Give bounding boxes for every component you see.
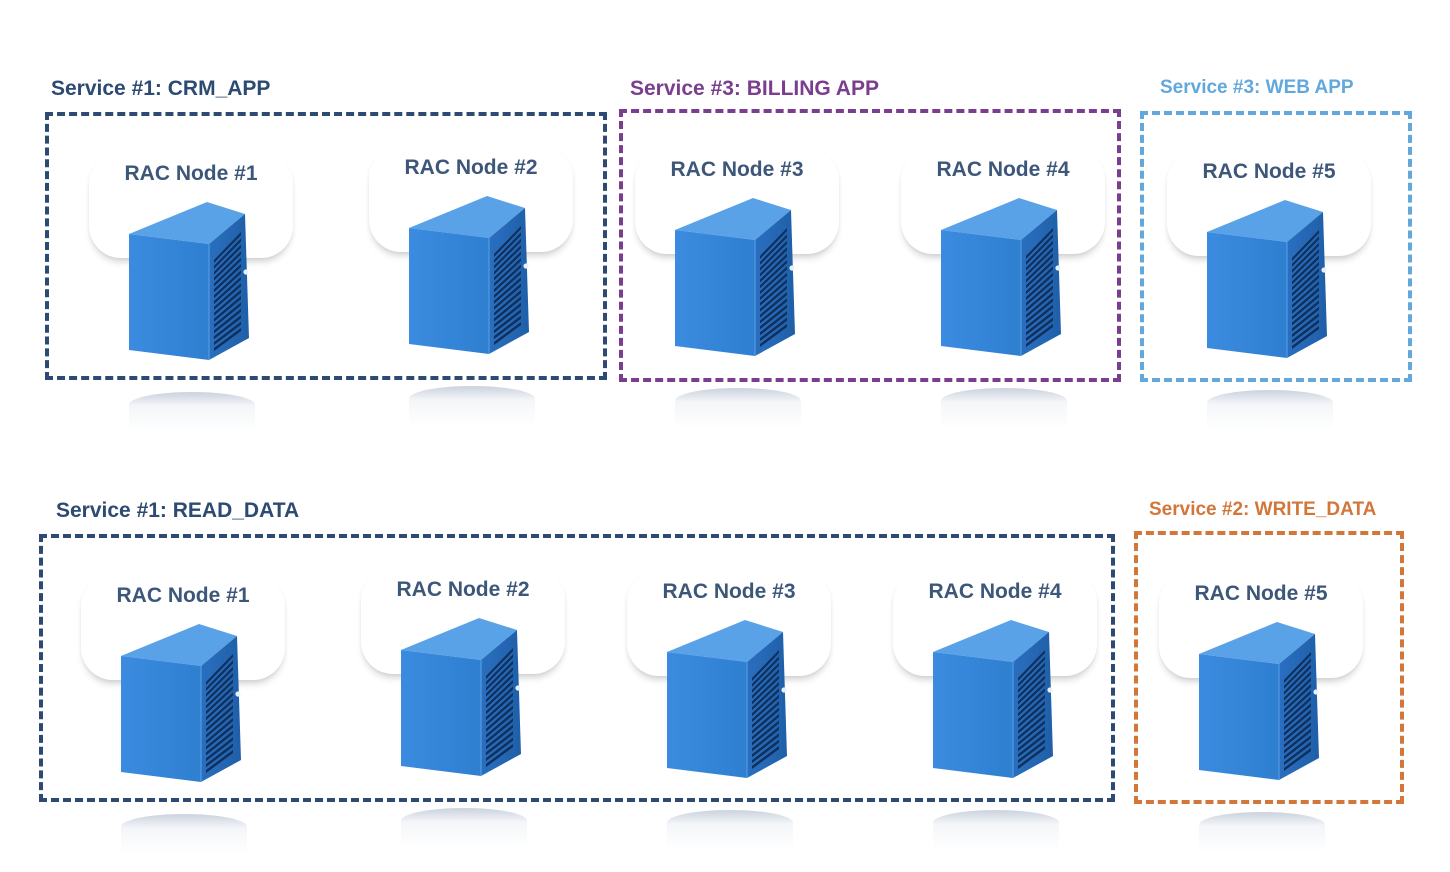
service-group-write-data: [1134, 531, 1404, 804]
server-reflection: [667, 810, 793, 850]
service-title-read-data: Service #1: READ_DATA: [56, 499, 300, 522]
service-title-billing-app: Service #3: BILLING APP: [630, 77, 879, 100]
server-tower-icon: [675, 198, 795, 356]
node-label: RAC Node #5: [1202, 160, 1336, 183]
server-reflection: [409, 386, 535, 426]
service-title-write-data: Service #2: WRITE_DATA: [1149, 499, 1377, 520]
service-title-web-app: Service #3: WEB APP: [1160, 77, 1354, 98]
rac-node: RAC Node #1: [89, 152, 293, 442]
server-reflection: [121, 814, 247, 854]
rac-node: RAC Node #3: [635, 148, 839, 438]
service-group-crm-app: [45, 112, 607, 380]
node-label: RAC Node #3: [670, 158, 804, 181]
rac-node: RAC Node #3: [627, 570, 831, 860]
node-label: RAC Node #4: [928, 580, 1062, 603]
server-reflection: [1207, 390, 1333, 430]
server-tower-icon: [121, 624, 241, 782]
server-tower-icon: [1199, 622, 1319, 780]
service-group-billing-app: [619, 109, 1121, 382]
node-label: RAC Node #5: [1194, 582, 1328, 605]
service-group-read-data: [39, 534, 1115, 802]
service-title-crm-app: Service #1: CRM_APP: [51, 77, 271, 100]
server-tower-icon: [409, 196, 529, 354]
rac-node: RAC Node #1: [81, 574, 285, 864]
node-label: RAC Node #3: [662, 580, 796, 603]
rac-node: RAC Node #2: [369, 146, 573, 436]
service-group-web-app: [1140, 111, 1412, 382]
server-tower-icon: [401, 618, 521, 776]
node-label: RAC Node #4: [936, 158, 1070, 181]
server-reflection: [401, 808, 527, 848]
server-tower-icon: [1207, 200, 1327, 358]
server-reflection: [675, 388, 801, 428]
rac-node: RAC Node #4: [901, 148, 1105, 438]
server-reflection: [933, 810, 1059, 850]
node-label: RAC Node #1: [116, 584, 250, 607]
server-reflection: [1199, 812, 1325, 852]
rac-node: RAC Node #4: [893, 570, 1097, 860]
server-tower-icon: [941, 198, 1061, 356]
rac-node: RAC Node #5: [1159, 572, 1363, 862]
rac-node: RAC Node #2: [361, 568, 565, 858]
server-reflection: [129, 392, 255, 432]
server-tower-icon: [667, 620, 787, 778]
server-tower-icon: [933, 620, 1053, 778]
node-label: RAC Node #2: [396, 578, 530, 601]
server-reflection: [941, 388, 1067, 428]
node-label: RAC Node #1: [124, 162, 258, 185]
node-label: RAC Node #2: [404, 156, 538, 179]
rac-node: RAC Node #5: [1167, 150, 1371, 440]
server-tower-icon: [129, 202, 249, 360]
